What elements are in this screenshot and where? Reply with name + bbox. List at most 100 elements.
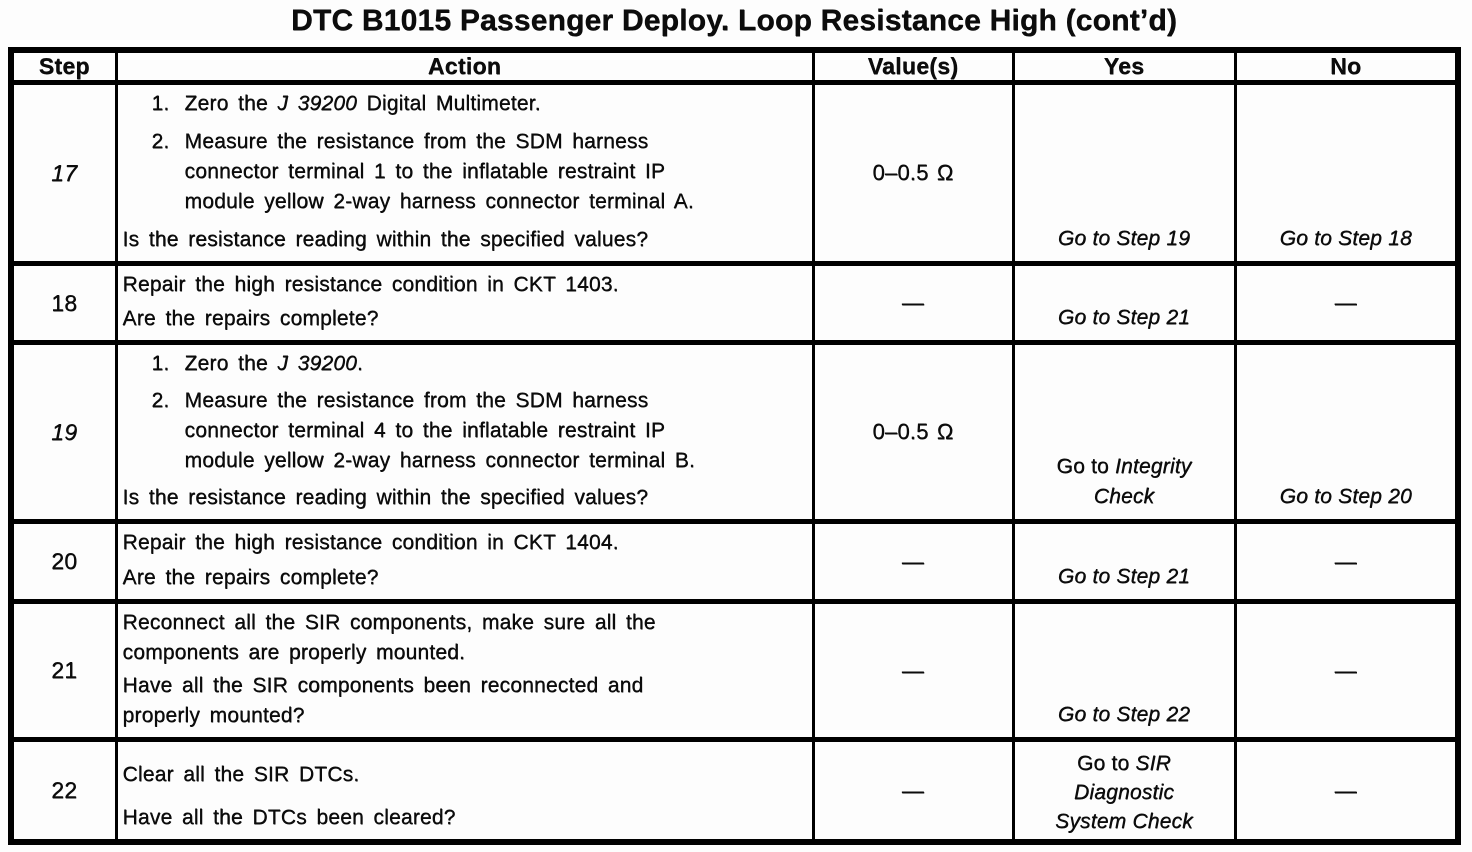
text-line: Go to SIR: [1015, 749, 1234, 778]
goto-text: Go to Step 20: [1237, 482, 1456, 519]
yes-cell: Go to Step 19: [1011, 80, 1237, 266]
numbered-list-item: 1. Zero the J 39200 Digital Multimeter.: [123, 89, 806, 119]
text-line: connector terminal 4 to the inflatable r…: [185, 416, 696, 446]
action-cell: Reconnect all the SIR components, make s…: [114, 599, 815, 742]
col-header-yes: Yes: [1011, 47, 1237, 85]
action-cell: Repair the high resistance condition in …: [114, 261, 815, 345]
italic-text-run: Go to Step 21: [1057, 306, 1191, 329]
text-line: Are the repairs complete?: [123, 563, 806, 593]
text-line: Zero the J 39200 Digital Multimeter.: [185, 89, 541, 119]
italic-text-run: J 39200: [277, 352, 357, 375]
text-run: Measure the resistance from the SDM harn…: [184, 130, 649, 153]
text-line: Check: [1015, 482, 1234, 512]
yes-cell: Go to Step 21: [1011, 519, 1237, 604]
no-cell: Go to Step 18: [1233, 80, 1460, 266]
action-paragraph: Repair the high resistance condition in …: [123, 528, 806, 558]
text-line: Repair the high resistance condition in …: [123, 270, 806, 300]
no-cell: —: [1233, 519, 1460, 604]
question-text: Is the resistance reading within the spe…: [123, 483, 806, 513]
italic-text-run: Go to Step 20: [1279, 485, 1412, 508]
text-run: Is the resistance reading within the spe…: [122, 486, 649, 509]
list-item-text: Zero the J 39200 Digital Multimeter.: [185, 89, 541, 119]
text-run: module yellow 2-way harness connector te…: [184, 190, 694, 213]
text-run: Clear all the SIR DTCs.: [122, 763, 360, 786]
value-cell: —: [811, 599, 1015, 742]
text-line: Measure the resistance from the SDM harn…: [185, 127, 694, 157]
text-run: Zero the: [184, 352, 278, 375]
action-paragraph: Repair the high resistance condition in …: [123, 270, 806, 300]
text-run: Zero the: [184, 92, 278, 115]
list-marker: 1.: [151, 352, 170, 375]
text-line: Zero the J 39200.: [185, 349, 364, 379]
list-item-text: Zero the J 39200.: [185, 349, 364, 379]
no-cell: —: [1233, 737, 1460, 845]
action-cell: 1. Zero the J 39200 Digital Multimeter. 2.…: [114, 80, 815, 266]
no-cell: Go to Step 20: [1233, 340, 1460, 524]
text-run: Digital Multimeter.: [356, 92, 541, 115]
no-cell: —: [1233, 261, 1460, 345]
numbered-list-item: 2.Measure the resistance from the SDM ha…: [123, 127, 806, 217]
action-content: Clear all the SIR DTCs. Have all the DTCs…: [118, 742, 812, 839]
text-line: Go to Step 20: [1237, 482, 1456, 512]
step-cell: 21: [9, 599, 118, 742]
step-cell: 22: [9, 737, 118, 845]
yes-cell: Go to Step 22: [1011, 599, 1237, 742]
text-line: Go to Step 18: [1237, 224, 1456, 254]
italic-text-run: SIR: [1135, 752, 1171, 775]
question-text: Is the resistance reading within the spe…: [123, 225, 806, 255]
text-run: properly mounted?: [122, 704, 305, 727]
text-run: Are the repairs complete?: [122, 566, 379, 589]
value-cell: 0–0.5 Ω: [811, 80, 1015, 266]
italic-text-run: Integrity: [1114, 455, 1192, 478]
text-run: Go to: [1056, 455, 1115, 478]
action-content: Repair the high resistance condition in …: [118, 266, 812, 340]
page-title: DTC B1015 Passenger Deploy. Loop Resista…: [290, 4, 1178, 37]
step-cell: 19: [9, 340, 118, 524]
text-line: Go to Step 21: [1015, 303, 1234, 333]
action-paragraph: Reconnect all the SIR components, make s…: [123, 608, 806, 668]
action-content: 1. Zero the J 39200. 2. Measure the resista…: [118, 345, 812, 519]
text-line: Have all the DTCs been cleared?: [123, 803, 806, 833]
list-marker: 1.: [151, 92, 170, 115]
text-line: Repair the high resistance condition in …: [123, 528, 806, 558]
action-content: 1. Zero the J 39200 Digital Multimeter. 2.…: [118, 85, 812, 261]
goto-text: Go to Step 21: [1015, 303, 1234, 340]
italic-text-run: Go to Step 18: [1279, 227, 1412, 250]
action-content: Reconnect all the SIR components, make s…: [118, 604, 812, 737]
italic-text-run: J 39200: [277, 92, 357, 115]
text-run: connector terminal 1 to the inflatable r…: [184, 160, 666, 183]
question-text: Have all the DTCs been cleared?: [123, 803, 806, 833]
question-text: Are the repairs complete?: [123, 563, 806, 593]
col-header-values: Value(s): [811, 47, 1015, 85]
action-paragraph: Clear all the SIR DTCs.: [123, 760, 806, 790]
text-run: components are properly mounted.: [122, 641, 466, 664]
action-content: Repair the high resistance condition in …: [118, 524, 812, 599]
list-marker: 2.: [151, 389, 170, 412]
italic-text-run: Go to Step 19: [1057, 227, 1191, 250]
value-cell: —: [811, 737, 1015, 845]
text-line: connector terminal 1 to the inflatable r…: [185, 157, 694, 187]
text-line: properly mounted?: [123, 701, 806, 731]
table-row: 19 1. Zero the J 39200. 2. Measure the resis…: [9, 340, 1460, 524]
italic-text-run: Diagnostic: [1073, 781, 1175, 804]
value-cell: —: [811, 261, 1015, 345]
yes-cell: Go to Step 21: [1011, 261, 1237, 345]
text-line: Reconnect all the SIR components, make s…: [123, 608, 806, 638]
text-line: Go to Step 21: [1015, 562, 1234, 592]
list-item-text: Measure the resistance from the SDM harn…: [185, 386, 696, 476]
question-text: Are the repairs complete?: [123, 304, 806, 334]
col-header-action: Action: [114, 47, 815, 85]
goto-text: Go to Step 21: [1015, 562, 1234, 599]
action-cell: Repair the high resistance condition in …: [114, 519, 815, 604]
text-run: connector terminal 4 to the inflatable r…: [184, 419, 666, 442]
text-line: System Check: [1015, 807, 1234, 836]
text-run: Repair the high resistance condition in …: [122, 273, 619, 296]
action-cell: Clear all the SIR DTCs. Have all the DTCs…: [114, 737, 815, 845]
italic-text-run: Go to Step 21: [1057, 565, 1191, 588]
text-run: Reconnect all the SIR components, make s…: [122, 611, 656, 634]
